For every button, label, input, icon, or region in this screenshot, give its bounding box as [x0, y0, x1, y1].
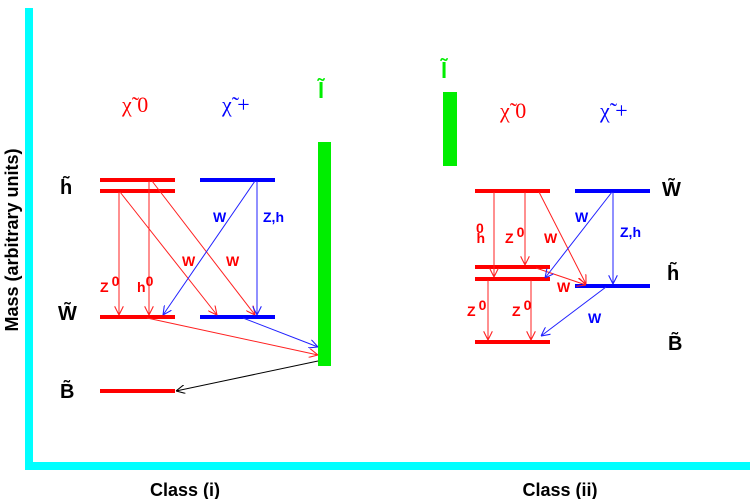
- decay-arrow-w1: [119, 191, 217, 315]
- decay-arrow-w2: [151, 180, 255, 315]
- higgsino-label: h̃: [60, 175, 72, 199]
- chargino-header: χ̃ +: [221, 92, 250, 117]
- slepton-label: l̃: [440, 58, 448, 83]
- wino-label: W̃: [662, 177, 681, 201]
- neutralino-header: χ̃ 0: [499, 98, 526, 123]
- decay-arrow-w-blue: [163, 180, 256, 315]
- y-axis: [25, 8, 33, 470]
- neutralino-header: χ̃ 0: [121, 92, 148, 117]
- decay-label-w-blue: W: [575, 209, 589, 225]
- chargino-header: χ̃ +: [599, 98, 628, 123]
- class-ii-caption: Class (ii): [522, 480, 597, 499]
- class-i-caption: Class (i): [150, 480, 220, 499]
- slepton-label: l̃: [317, 78, 325, 103]
- slepton-band: [318, 142, 331, 366]
- decay-label-w-blue2: W: [588, 310, 602, 326]
- decay-label-w2: W: [226, 253, 240, 269]
- decay-label-w1: W: [182, 253, 196, 269]
- bino-label: B̃: [668, 331, 682, 355]
- decay-label-zh: Z,h: [263, 209, 284, 225]
- decay-label-w-red: W: [544, 230, 558, 246]
- x-axis: [25, 462, 750, 470]
- decay-label-h0: h0: [476, 220, 485, 246]
- slepton-band: [443, 92, 457, 166]
- decay-arrow-slepton-bino: [176, 360, 319, 391]
- decay-arrow-w-blue: [545, 191, 613, 278]
- wino-label: W̃: [58, 301, 77, 325]
- decay-label-w-red2: W: [557, 279, 571, 295]
- decay-label-h0: h0: [137, 273, 154, 295]
- decay-arrow-chargino-slepton: [242, 317, 318, 347]
- y-axis-label: Mass (arbitrary units): [2, 148, 22, 331]
- decay-label-w-blue: W: [213, 209, 227, 225]
- decay-arrow-w-blue2: [541, 286, 607, 336]
- decay-label-zh: Z,h: [620, 224, 641, 240]
- decay-arrow-w-red: [538, 191, 586, 284]
- bino-label: B̃: [60, 379, 74, 403]
- higgsino-label: h̃: [667, 261, 679, 285]
- decay-arrow-neutralino-slepton: [146, 317, 318, 355]
